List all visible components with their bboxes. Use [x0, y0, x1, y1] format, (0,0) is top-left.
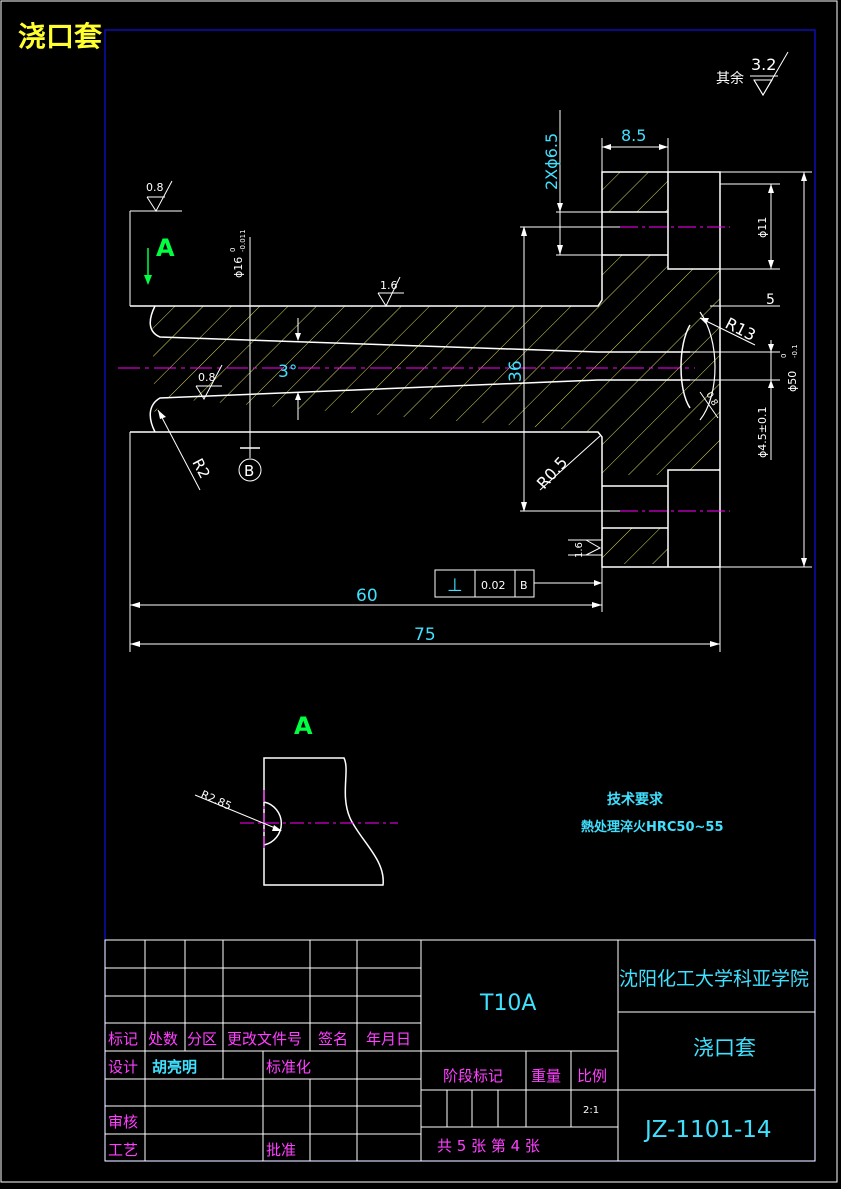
svg-text:工艺: 工艺 [108, 1141, 138, 1159]
view-a-detail: R2.85 [194, 757, 398, 886]
r285-leader [194, 794, 281, 831]
roughness-bottom-face-symbol [568, 539, 602, 556]
h36-label: 36 [506, 360, 526, 382]
r285-arc [263, 801, 283, 846]
svg-text:处数: 处数 [148, 1030, 178, 1048]
svg-text:签名: 签名 [318, 1030, 348, 1048]
d50-label: ϕ50 [786, 371, 799, 392]
datum-b-label: B [244, 462, 254, 480]
svg-text:审核: 审核 [108, 1113, 138, 1131]
d50-tol-upper: 0 [780, 354, 788, 358]
counterbore-bottom [602, 469, 720, 567]
tolerance-symbol: ⊥ [447, 575, 463, 596]
r05-label: R0.5 [533, 453, 572, 493]
part-name: 浇口套 [693, 1036, 756, 1060]
d45-label: ϕ4.5±0.1 [756, 407, 769, 458]
r2-leader [157, 409, 201, 491]
scale-value: 2:1 [583, 1105, 599, 1116]
svg-text:更改文件号: 更改文件号 [227, 1030, 302, 1048]
svg-text:阶段标记: 阶段标记 [443, 1067, 503, 1085]
bore-upper [149, 305, 690, 353]
roughness-bore-lower-symbol [195, 364, 223, 401]
datum-b-circle [238, 458, 262, 482]
svg-text:设计: 设计 [108, 1058, 138, 1076]
drawing-number: JZ-1101-14 [643, 1117, 772, 1143]
sheet-title: 浇口套 [18, 20, 103, 53]
roughness-other-label: 其余 [716, 70, 744, 87]
spherical-seat [680, 324, 691, 409]
holes-label: 2Xϕ6.5 [542, 133, 561, 190]
view-a-title: A [294, 712, 313, 740]
bolt-hole-bottom-clear [668, 470, 720, 567]
main-section-view [118, 171, 730, 568]
designer-name: 胡亮明 [152, 1058, 197, 1076]
tech-line1: 熱处理淬火HRC50~55 [581, 819, 724, 835]
tolerance-value: 0.02 [481, 579, 506, 592]
bolt-hole-top-clear [668, 172, 720, 269]
roughness-top-left: 0.8 [146, 181, 164, 194]
five-label: 5 [766, 292, 775, 308]
svg-text:分区: 分区 [187, 1030, 217, 1048]
roughness-bore-top-symbol [377, 276, 404, 308]
material: T10A [479, 991, 536, 1016]
sheet-count: 共 5 张 第 4 张 [437, 1137, 540, 1155]
r2-label: R2 [188, 455, 213, 481]
roughness-bottom-face: 1.6 [574, 542, 585, 558]
school-name: 沈阳化工大学科亚学院 [619, 968, 809, 990]
bore-lower [149, 379, 690, 433]
d16-tol-lower: -0.011 [239, 229, 247, 252]
svg-text:标准化: 标准化 [266, 1058, 311, 1076]
svg-text:年月日: 年月日 [366, 1030, 411, 1048]
roughness-other-value: 3.2 [751, 55, 776, 74]
r05-leader [539, 435, 601, 491]
view-a-label: A [156, 234, 175, 262]
tolerance-frame: ⊥ 0.02 B [434, 569, 602, 598]
d16-label: ϕ16 [232, 257, 245, 278]
r13-leader [699, 317, 756, 346]
roughness-bore-top: 1.6 [380, 279, 398, 292]
d50-tol-lower: -0.1 [791, 344, 799, 358]
angle-label: 3° [278, 362, 297, 382]
svg-text:批准: 批准 [266, 1141, 296, 1159]
roughness-top-left-symbol [130, 180, 182, 212]
roughness-bore-lower: 0.8 [198, 371, 216, 384]
title-block [104, 939, 816, 1162]
width85-label: 8.5 [621, 126, 646, 145]
tolerance-datum: B [520, 579, 528, 592]
tech-heading: 技术要求 [607, 791, 664, 808]
counterbore-top [602, 172, 720, 270]
view-a-arrowhead [144, 275, 152, 285]
svg-text:重量: 重量 [531, 1067, 561, 1085]
svg-text:标记: 标记 [108, 1030, 138, 1048]
r13-label: R13 [722, 314, 759, 345]
l60-label: 60 [356, 586, 378, 606]
title-block-text: 标记 处数 分区 更改文件号 签名 年月日 设计 胡亮明 标准化 审核 工艺 批… [108, 968, 809, 1159]
l75-label: 75 [414, 625, 436, 645]
d11-label: ϕ11 [756, 217, 769, 238]
r285-label: R2.85 [199, 788, 234, 813]
svg-text:比例: 比例 [577, 1067, 607, 1085]
d16-tol-upper: 0 [229, 248, 237, 252]
roughness-other-triangle [753, 79, 773, 96]
